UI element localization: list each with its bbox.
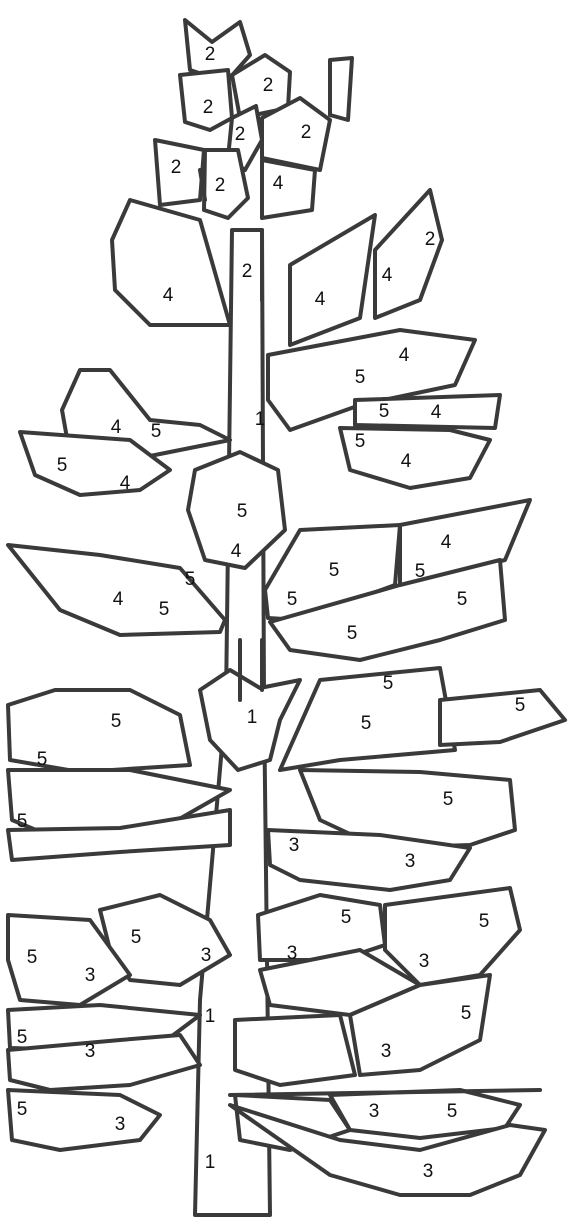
- flower-label: 5: [457, 589, 468, 610]
- vein-line: [230, 1090, 540, 1095]
- stem-label: 1: [255, 409, 266, 430]
- flower-label: 5: [383, 673, 394, 694]
- flower-shape: [8, 1090, 160, 1150]
- flower-shape: [355, 395, 500, 428]
- flower-label: 2: [301, 122, 312, 143]
- flower-label: 4: [431, 402, 442, 423]
- flower-label: 4: [111, 417, 122, 438]
- stem-label: 2: [242, 261, 253, 282]
- flower-label: 3: [369, 1101, 380, 1122]
- flower-label: 3: [85, 965, 96, 986]
- flower-label: 2: [263, 75, 274, 96]
- flower-label: 5: [37, 749, 48, 770]
- flower-label: 5: [17, 811, 28, 832]
- flower-label: 5: [379, 401, 390, 422]
- flower-label: 5: [447, 1101, 458, 1122]
- flower-label: 5: [287, 589, 298, 610]
- flower-label: 2: [215, 175, 226, 196]
- flower-label: 5: [415, 561, 426, 582]
- flower-shape: [8, 690, 190, 772]
- flower-shape: [112, 200, 230, 325]
- flower-label: 4: [401, 451, 412, 472]
- flower-label: 2: [171, 157, 182, 178]
- flower-label: 2: [203, 97, 214, 118]
- flower-label: 5: [17, 1027, 28, 1048]
- flower-label: 2: [425, 229, 436, 250]
- flower-label: 3: [419, 951, 430, 972]
- flower-label: 4: [231, 541, 242, 562]
- flower-shape: [235, 1015, 355, 1085]
- flower-label: 5: [111, 711, 122, 732]
- flower-label: 3: [85, 1041, 96, 1062]
- bud-shape: [204, 150, 248, 218]
- flower-label: 5: [347, 623, 358, 644]
- flower-label: 3: [381, 1041, 392, 1062]
- flower-shape: [440, 690, 565, 745]
- flower-label: 5: [237, 501, 248, 522]
- flower-label: 5: [443, 789, 454, 810]
- flower-label: 4: [273, 173, 284, 194]
- flower-label: 4: [315, 289, 326, 310]
- stem-label: 1: [247, 707, 258, 728]
- flower-label: 5: [17, 1099, 28, 1120]
- flower-label: 2: [235, 124, 246, 145]
- flower-label: 4: [382, 265, 393, 286]
- flower-shape: [290, 215, 375, 345]
- flower-shape: [385, 888, 520, 985]
- flower-shape: [375, 190, 442, 318]
- flower-label: 5: [355, 367, 366, 388]
- flower-label: 3: [201, 945, 212, 966]
- flower-label: 5: [159, 599, 170, 620]
- flower-label: 4: [120, 473, 131, 494]
- flower-label: 5: [341, 907, 352, 928]
- flower-shape: [258, 895, 385, 960]
- stem-label: 1: [205, 1152, 216, 1173]
- flower-label: 2: [205, 44, 216, 65]
- flower-label: 3: [289, 835, 300, 856]
- flower-label: 5: [151, 421, 162, 442]
- bud-shape: [330, 58, 352, 120]
- flower-label: 3: [287, 943, 298, 964]
- flower-label: 5: [361, 713, 372, 734]
- flower-label: 5: [27, 947, 38, 968]
- flower-label: 3: [423, 1161, 434, 1182]
- flower-label: 4: [113, 589, 124, 610]
- flower-label: 3: [405, 851, 416, 872]
- flower-label: 4: [399, 345, 410, 366]
- stem-label: 1: [205, 1006, 216, 1027]
- flower-label: 5: [479, 911, 490, 932]
- flower-label: 4: [441, 532, 452, 553]
- flower-label: 5: [329, 560, 340, 581]
- flower-label: 5: [461, 1003, 472, 1024]
- flower-label: 5: [355, 431, 366, 452]
- flower-label: 5: [57, 455, 68, 476]
- flower-label: 5: [185, 569, 196, 590]
- flower-label: 3: [115, 1114, 126, 1135]
- bud-shape: [262, 160, 315, 218]
- flower-label: 5: [515, 695, 526, 716]
- flower-label: 5: [131, 927, 142, 948]
- flower-label: 4: [163, 285, 174, 306]
